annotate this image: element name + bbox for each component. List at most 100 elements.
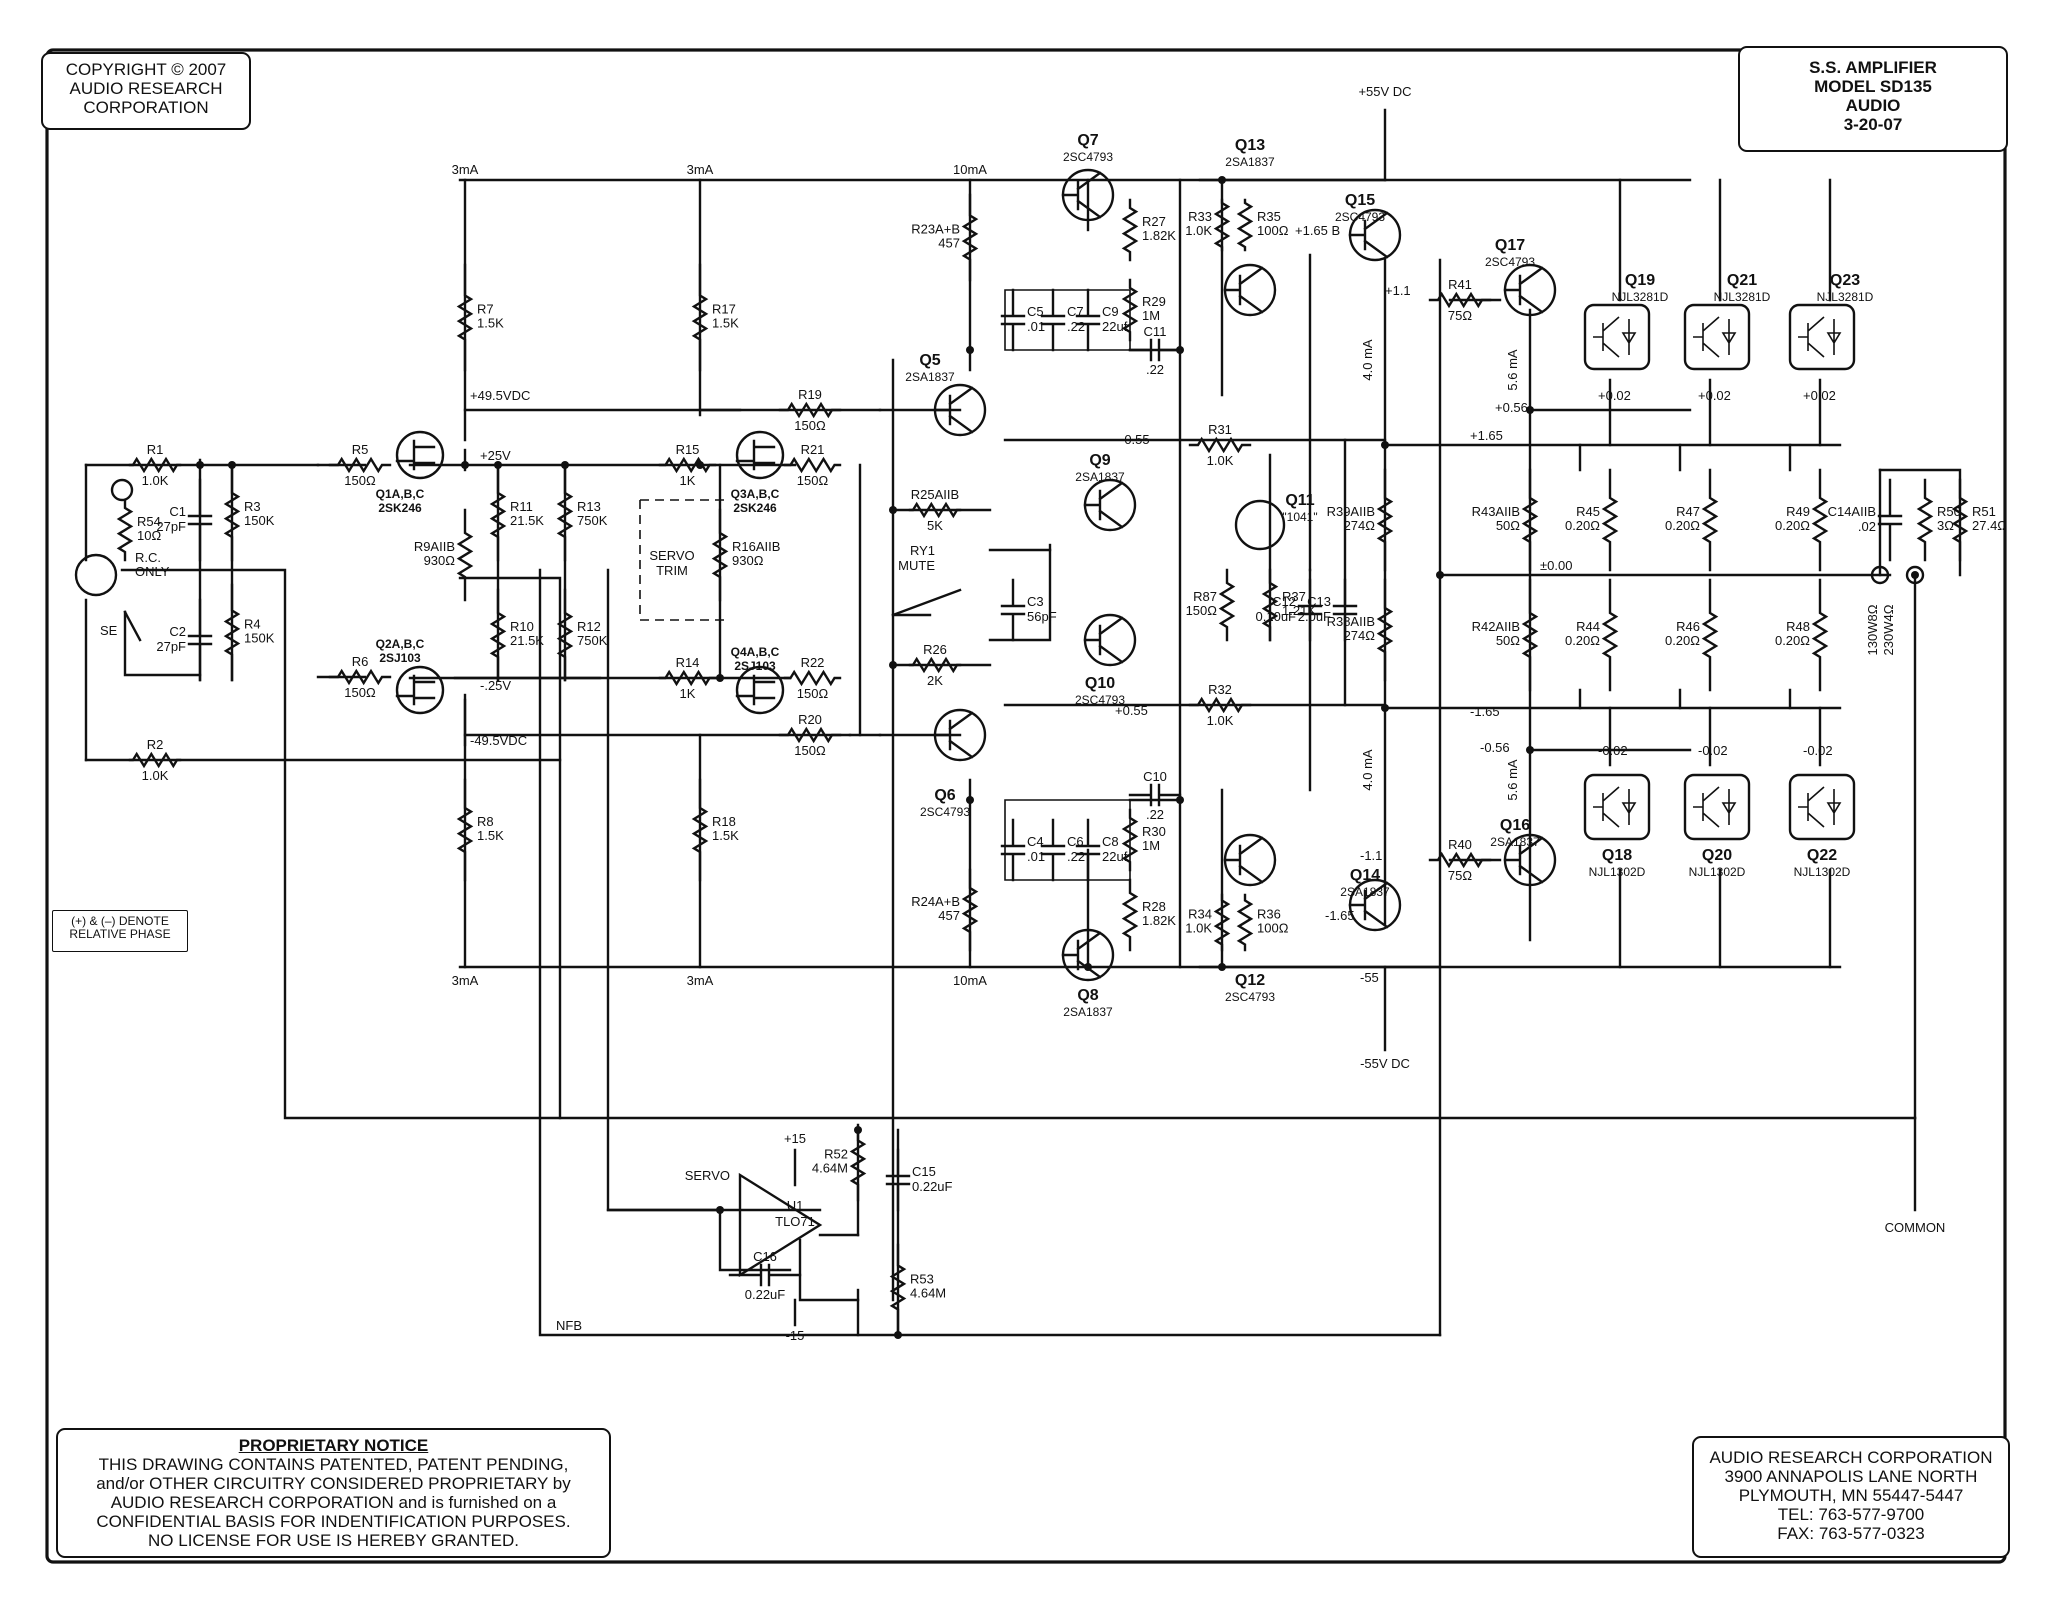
resistor-r38aiib bbox=[1376, 578, 1394, 682]
resistor-r11 bbox=[489, 468, 507, 562]
component-id: R12 bbox=[577, 619, 601, 634]
component-value: 0.22uF bbox=[912, 1179, 953, 1194]
component-id: R38AIIB bbox=[1327, 614, 1375, 629]
capacitor-c10 bbox=[1128, 783, 1182, 807]
component-value: 750K bbox=[577, 633, 608, 648]
resistor-r36 bbox=[1236, 893, 1254, 952]
component-id: R42AIIB bbox=[1472, 619, 1520, 634]
thermal-diode bbox=[1593, 786, 1637, 828]
rca-input-jack[interactable] bbox=[110, 478, 134, 502]
address-line: PLYMOUTH, MN 55447-5447 bbox=[1738, 1486, 1964, 1506]
q3-jfet bbox=[735, 430, 785, 480]
component-id: R43AIIB bbox=[1472, 504, 1520, 519]
resistor-r17 bbox=[691, 263, 709, 372]
component-id: R16AIIB bbox=[732, 539, 780, 554]
component-value: 27.4Ω bbox=[1972, 518, 2007, 533]
address-box: AUDIO RESEARCH CORPORATION 3900 ANNAPOLI… bbox=[1692, 1436, 2010, 1558]
component-value: 2K bbox=[927, 673, 943, 688]
component-value: 10Ω bbox=[137, 528, 161, 543]
transistor-id: Q8 bbox=[1077, 987, 1098, 1004]
component-id: R15 bbox=[676, 442, 700, 457]
component-value: .22 bbox=[1146, 807, 1164, 822]
xlr-input-jack[interactable] bbox=[74, 553, 118, 597]
resistor-r20 bbox=[778, 726, 842, 744]
component-value: 1.21K bbox=[1282, 603, 1316, 618]
supply-label: +15 bbox=[784, 1131, 806, 1146]
transistor-leads bbox=[1061, 171, 1102, 219]
resistor-r42aiib bbox=[1521, 578, 1539, 692]
component-value: 4.64M bbox=[812, 1161, 848, 1176]
copyright-line: CORPORATION bbox=[83, 98, 209, 118]
component-id: R34 bbox=[1188, 907, 1212, 922]
junction-dot bbox=[889, 661, 897, 669]
wire bbox=[458, 576, 562, 1120]
transistor-id: Q20 bbox=[1702, 847, 1732, 864]
component-value: 150Ω bbox=[797, 473, 829, 488]
voltage-label: -0.02 bbox=[1598, 743, 1628, 758]
component-id: C9 bbox=[1102, 304, 1119, 319]
component-value: 1.82K bbox=[1142, 228, 1176, 243]
component-id: C1 bbox=[169, 504, 186, 519]
resistor-r46 bbox=[1701, 578, 1719, 692]
transistor-part: 2SC4793 bbox=[1225, 990, 1275, 1004]
component-value: 150Ω bbox=[794, 743, 826, 758]
transistor-part: 2SK246 bbox=[378, 501, 422, 515]
labels: R11.0KR21.0KR3150KR4150KR5150ΩR6150ΩR71.… bbox=[100, 84, 2007, 1343]
address-line: AUDIO RESEARCH CORPORATION bbox=[1709, 1448, 1993, 1467]
resistor-r23a+b bbox=[961, 193, 979, 282]
capacitor-c5 bbox=[1000, 288, 1026, 352]
component-id: C5 bbox=[1027, 304, 1044, 319]
op-amp-id: U1 bbox=[787, 1198, 804, 1213]
component-value: 1.5K bbox=[477, 316, 504, 331]
component-value: 0.20Ω bbox=[1775, 518, 1810, 533]
component-id: C7 bbox=[1067, 304, 1084, 319]
resistor-r8 bbox=[456, 778, 474, 882]
voltage-label: +0.02 bbox=[1803, 388, 1836, 403]
resistor-r34 bbox=[1213, 893, 1231, 952]
component-value: 0.20Ω bbox=[1665, 518, 1700, 533]
sheet-frame bbox=[45, 48, 2007, 1564]
component-id: R48 bbox=[1786, 619, 1810, 634]
servo-trim-label: SERVO bbox=[649, 548, 694, 563]
resistor-r29 bbox=[1121, 278, 1139, 342]
component-id: R37 bbox=[1282, 589, 1306, 604]
transistor-id: Q4A,B,C bbox=[731, 645, 780, 659]
component-value: 100Ω bbox=[1257, 223, 1289, 238]
resistor-r47 bbox=[1701, 468, 1719, 572]
notice-line: NO LICENSE FOR USE IS HEREBY GRANTED. bbox=[148, 1531, 519, 1551]
transistor-part: 2SA1837 bbox=[905, 370, 955, 384]
q4-jfet bbox=[735, 665, 785, 715]
transistor-id: Q12 bbox=[1235, 972, 1265, 989]
component-id: C11 bbox=[1144, 324, 1167, 339]
transistor-part: 2SA1837 bbox=[1063, 1005, 1113, 1019]
transistor-leads bbox=[1503, 266, 1544, 314]
rail-label-neg25: -.25V bbox=[480, 678, 511, 693]
capacitor-c16 bbox=[728, 1263, 802, 1287]
transistor-id: Q3A,B,C bbox=[731, 487, 780, 501]
mute-label: RY1 bbox=[910, 543, 935, 558]
transistor-id: Q18 bbox=[1602, 847, 1632, 864]
component-value: 0.10uF bbox=[1256, 609, 1297, 624]
transistor-id: Q7 bbox=[1077, 132, 1098, 149]
capacitor-c9 bbox=[1075, 288, 1101, 352]
voltage-label: +1.65 B bbox=[1295, 223, 1340, 238]
transistor-part: 2SC4793 bbox=[1063, 150, 1113, 164]
component-value: 0.22uF bbox=[745, 1287, 786, 1302]
phase-note-line: (+) & (–) DENOTE bbox=[71, 914, 169, 928]
load-rating: 230W4Ω bbox=[1881, 604, 1896, 655]
component-id: C15 bbox=[912, 1164, 936, 1179]
capacitor-c2 bbox=[187, 598, 213, 682]
rc-label: R.C. bbox=[135, 550, 161, 565]
transistor-id: Q22 bbox=[1807, 847, 1837, 864]
voltage-label: +1.65 bbox=[1470, 428, 1503, 443]
component-value: 1.0K bbox=[1185, 223, 1212, 238]
current-label: 10mA bbox=[953, 973, 987, 988]
component-value: 1K bbox=[680, 686, 696, 701]
wire bbox=[123, 610, 202, 677]
component-id: R27 bbox=[1142, 214, 1166, 229]
component-value: 930Ω bbox=[732, 553, 764, 568]
capacitor-c12 bbox=[1297, 578, 1323, 642]
jfet-leads bbox=[735, 674, 776, 706]
component-value: 750K bbox=[577, 513, 608, 528]
